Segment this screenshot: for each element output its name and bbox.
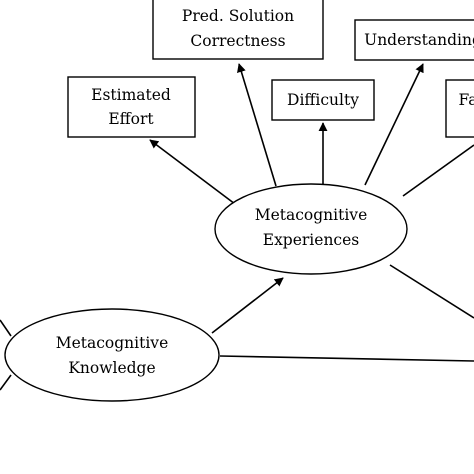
edge-left-offscreen-upper — [0, 319, 12, 337]
experiences-line2: Experiences — [263, 231, 360, 249]
node-understanding: Understanding — [354, 19, 474, 61]
estimated-effort-line2: Effort — [108, 110, 154, 128]
node-metacognitive-knowledge: Metacognitive Knowledge — [4, 308, 220, 402]
node-estimated-effort: Estimated Effort — [67, 76, 196, 138]
node-metacognitive-experiences: Metacognitive Experiences — [214, 183, 408, 275]
pred-solution-line2: Correctness — [190, 32, 285, 50]
edge-experiences-offscreen — [389, 264, 474, 319]
knowledge-line1: Metacognitive — [56, 334, 169, 352]
pred-solution-line1: Pred. Solution — [182, 7, 294, 25]
edge-experiences-to-familiarity — [402, 144, 474, 197]
node-pred-solution-correctness: Pred. Solution Correctness — [152, 0, 324, 60]
experiences-line1: Metacognitive — [255, 206, 368, 224]
edge-knowledge-to-experiences — [211, 277, 284, 334]
difficulty-label: Difficulty — [287, 91, 359, 109]
edge-left-offscreen-lower — [0, 374, 12, 391]
node-familiarity: Fa — [445, 79, 474, 138]
edge-experiences-to-estimated-effort — [149, 139, 236, 205]
edge-knowledge-offscreen — [219, 355, 474, 362]
edge-experiences-to-understanding — [364, 63, 424, 186]
understanding-label: Understanding — [364, 31, 474, 49]
knowledge-line2: Knowledge — [68, 359, 155, 377]
familiarity-label: Fa — [459, 91, 474, 109]
node-difficulty: Difficulty — [271, 79, 375, 121]
estimated-effort-line1: Estimated — [91, 86, 171, 104]
edge-experiences-to-pred-solution — [237, 63, 277, 187]
